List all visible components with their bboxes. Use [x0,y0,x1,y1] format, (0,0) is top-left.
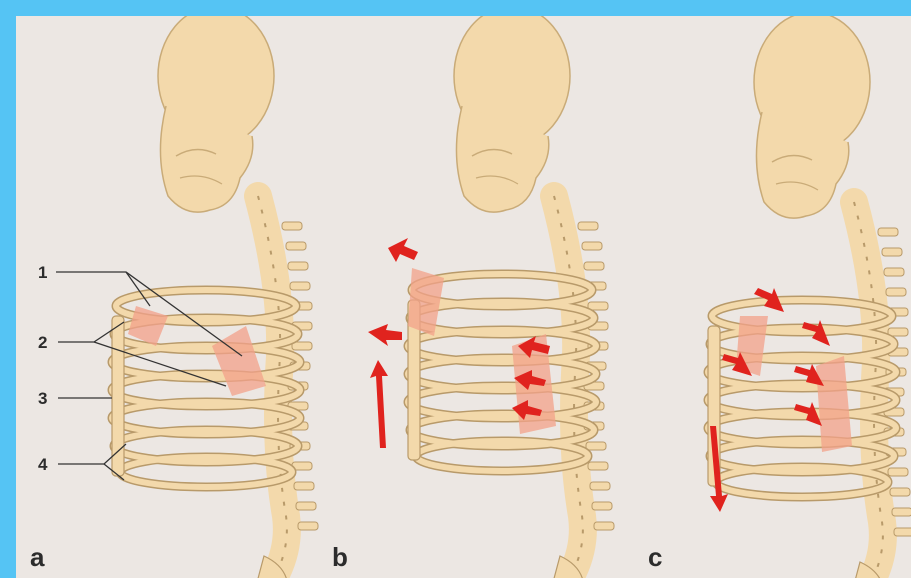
figure-frame: 1 2 3 4 a b [16,16,911,578]
panel-letter-b: b [332,542,348,572]
panel-b: b [332,16,614,578]
label-1: 1 [38,263,47,282]
label-4: 4 [38,455,48,474]
panel-letter-c: c [648,542,662,572]
label-2: 2 [38,333,47,352]
label-3: 3 [38,389,47,408]
breathing-mechanics-figure: 1 2 3 4 a b [16,16,911,578]
panel-c: c [648,16,911,578]
panel-letter-a: a [30,542,45,572]
panel-a: 1 2 3 4 a [30,16,318,578]
